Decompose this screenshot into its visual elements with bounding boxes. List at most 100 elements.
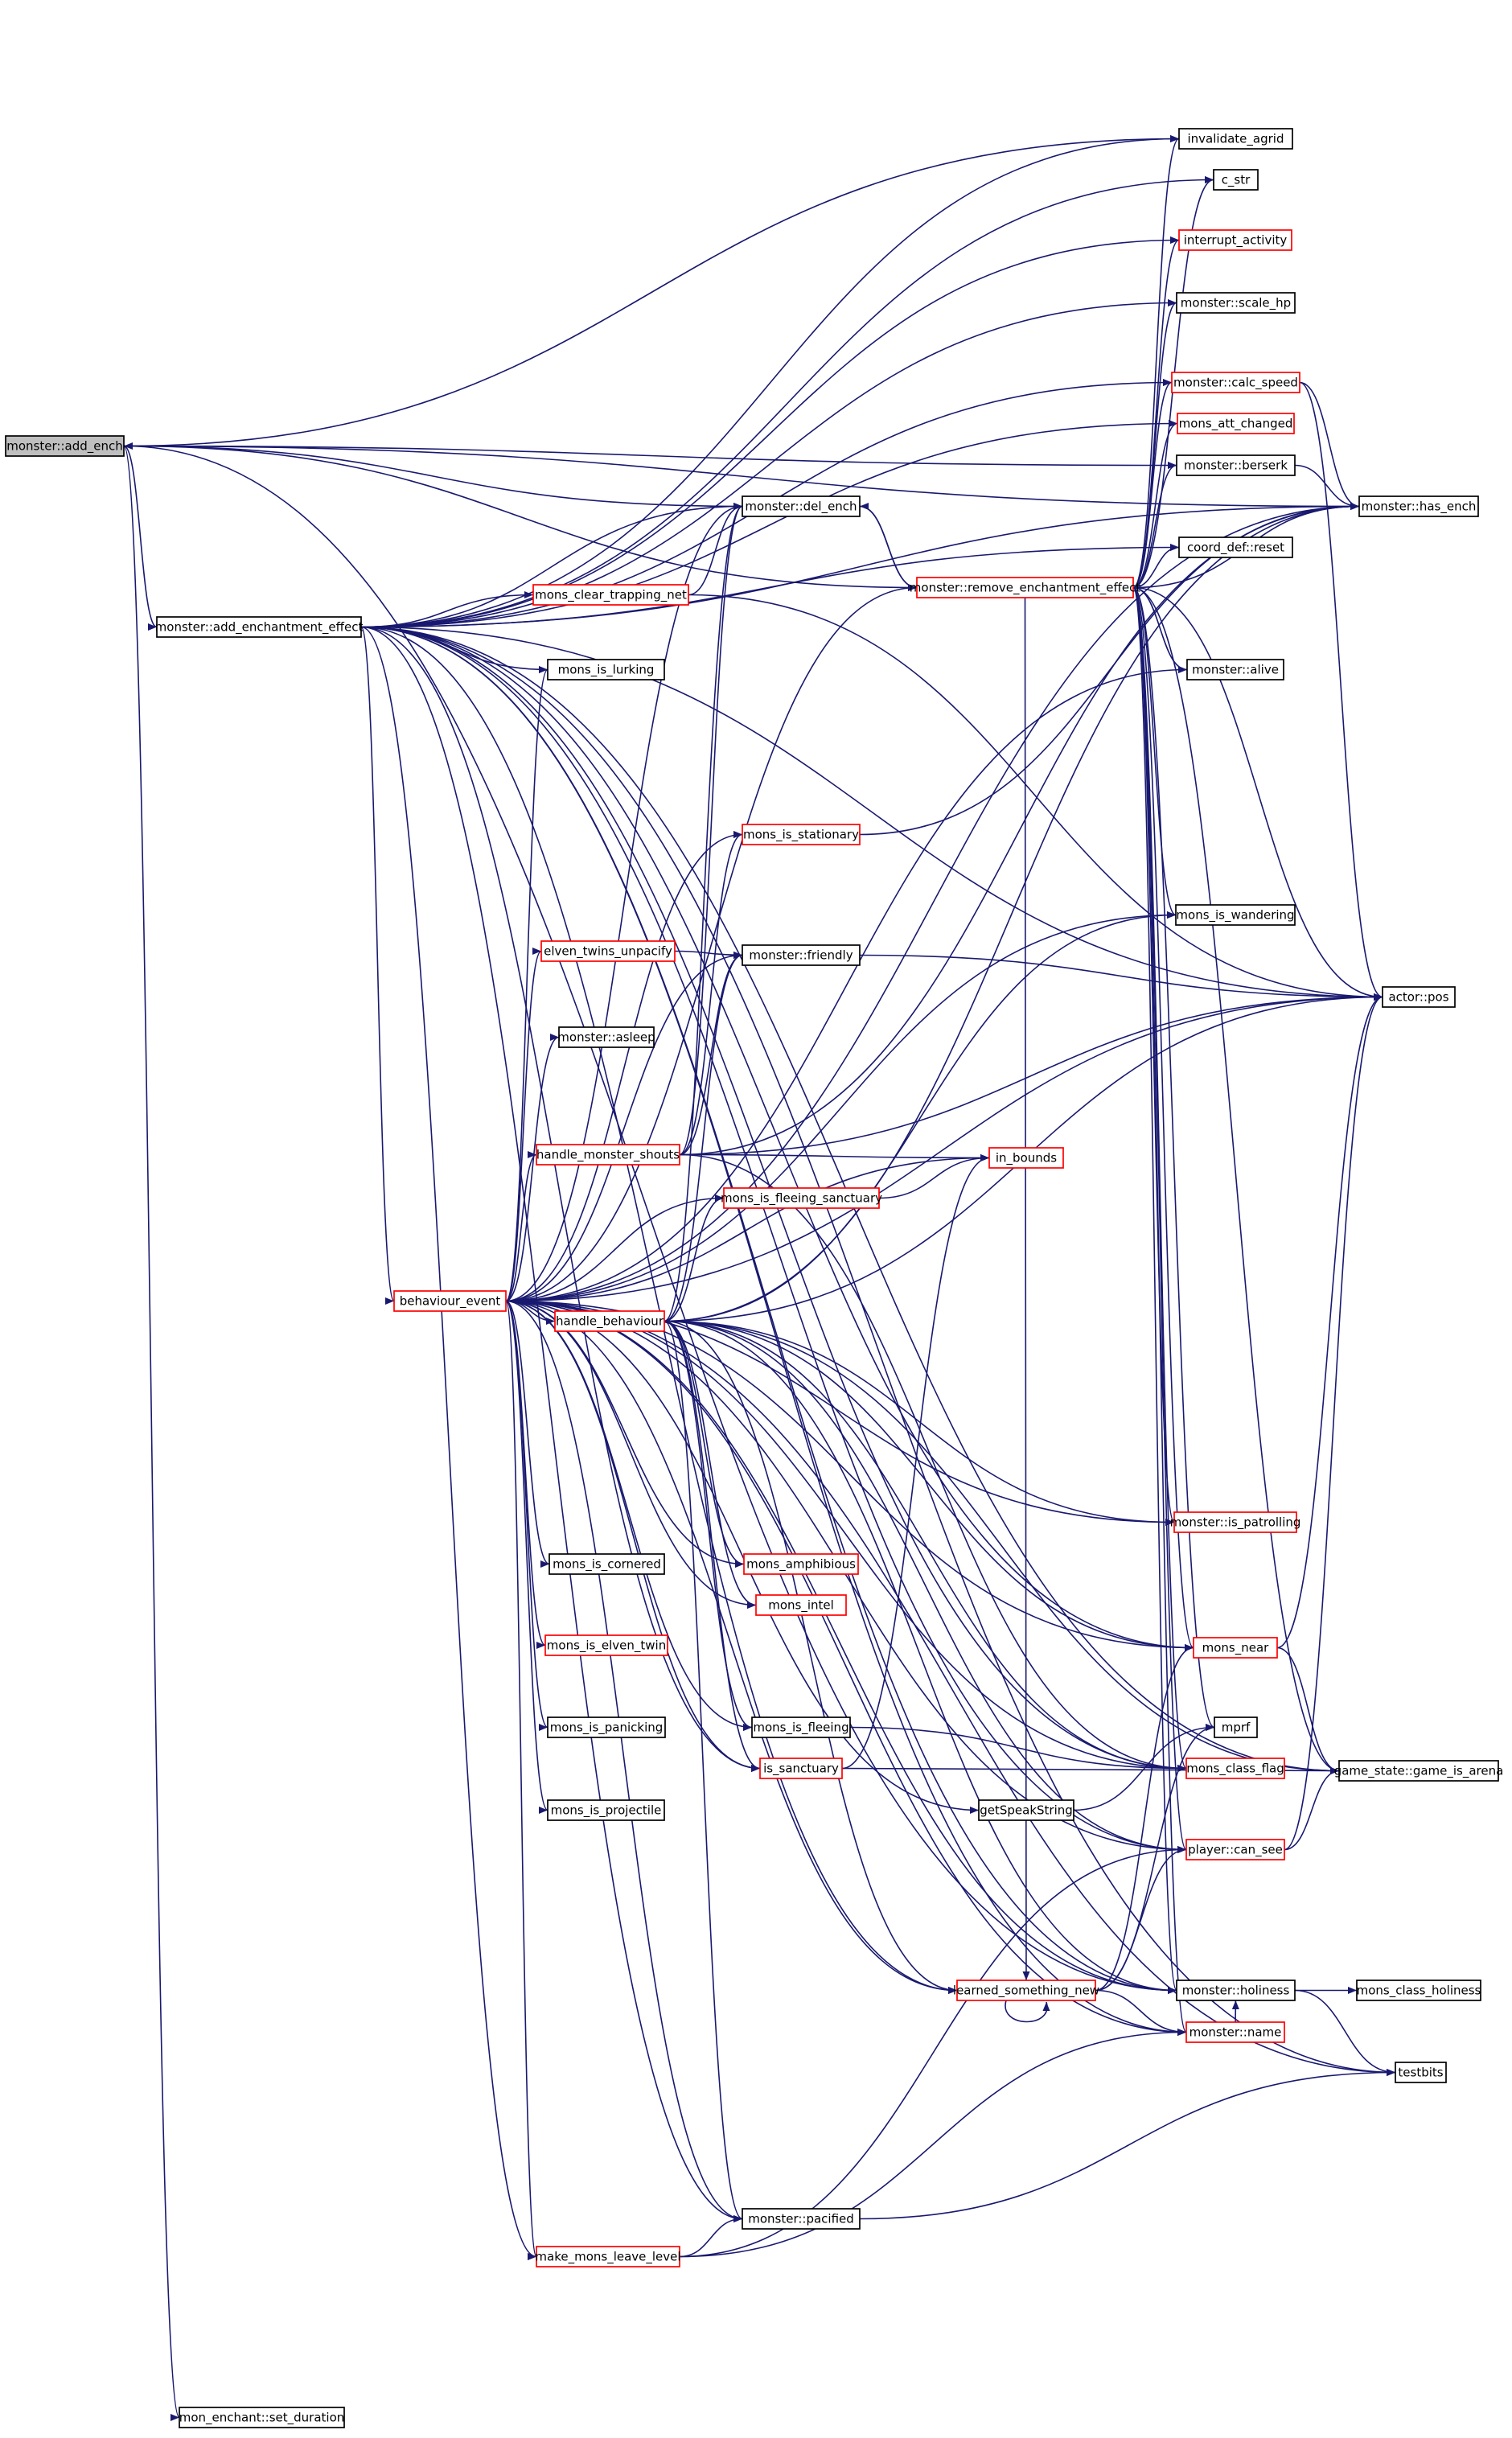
- node-set-duration[interactable]: mon_enchant::set_duration: [179, 2407, 345, 2428]
- node-box-mons-near[interactable]: [1193, 1637, 1278, 1659]
- node-box-make-mons-leave-level[interactable]: [536, 2246, 680, 2267]
- node-berserk[interactable]: monster::berserk: [1176, 454, 1296, 476]
- node-box-remove-enchantment-effect[interactable]: [916, 577, 1134, 598]
- node-getspeakstring[interactable]: getSpeakString: [978, 1799, 1074, 1821]
- node-in-bounds[interactable]: in_bounds: [988, 1147, 1064, 1169]
- node-box-interrupt-activity[interactable]: [1178, 229, 1292, 251]
- node-mons-class-holiness[interactable]: mons_class_holiness: [1356, 1980, 1481, 2001]
- node-mons-clear-trapping-net[interactable]: mons_clear_trapping_net: [532, 584, 689, 606]
- node-mons-near[interactable]: mons_near: [1193, 1637, 1278, 1659]
- node-box-mons-class-flag[interactable]: [1185, 1758, 1285, 1779]
- node-mons-is-stationary[interactable]: mons_is_stationary: [742, 824, 861, 845]
- node-mons-is-fleeing[interactable]: mons_is_fleeing: [751, 1716, 851, 1738]
- node-box-is-sanctuary[interactable]: [759, 1758, 843, 1779]
- node-box-c-str[interactable]: [1213, 169, 1259, 191]
- node-interrupt-activity[interactable]: interrupt_activity: [1178, 229, 1292, 251]
- node-box-elven-twins-unpacify[interactable]: [540, 940, 676, 962]
- node-box-mons-is-fleeing-sanctuary[interactable]: [723, 1187, 880, 1209]
- node-box-coord-reset[interactable]: [1178, 537, 1293, 558]
- node-behaviour-event[interactable]: behaviour_event: [393, 1290, 507, 1312]
- node-box-add-enchantment-effect[interactable]: [156, 616, 362, 638]
- node-box-handle-monster-shouts[interactable]: [536, 1144, 680, 1166]
- node-box-mons-is-panicking[interactable]: [547, 1716, 666, 1738]
- node-elven-twins-unpacify[interactable]: elven_twins_unpacify: [540, 940, 676, 962]
- node-mons-is-cornered[interactable]: mons_is_cornered: [549, 1553, 665, 1575]
- node-box-actor-pos[interactable]: [1382, 986, 1456, 1008]
- node-box-mon-name[interactable]: [1185, 2021, 1285, 2043]
- node-box-alive[interactable]: [1186, 659, 1284, 680]
- node-asleep[interactable]: monster::asleep: [557, 1026, 655, 1048]
- node-mons-att-changed[interactable]: mons_att_changed: [1177, 413, 1295, 434]
- node-mons-is-lurking[interactable]: mons_is_lurking: [547, 659, 665, 680]
- node-scale-hp[interactable]: monster::scale_hp: [1176, 292, 1296, 314]
- node-box-is-patrolling[interactable]: [1173, 1511, 1297, 1533]
- node-box-mons-is-elven-twin[interactable]: [544, 1634, 668, 1656]
- node-box-asleep[interactable]: [558, 1026, 655, 1048]
- node-mons-is-elven-twin[interactable]: mons_is_elven_twin: [544, 1634, 668, 1656]
- node-box-calc-speed[interactable]: [1171, 372, 1300, 393]
- node-box-in-bounds[interactable]: [988, 1147, 1064, 1169]
- node-box-game-is-arena[interactable]: [1338, 1760, 1499, 1782]
- node-add-enchantment-effect[interactable]: monster::add_enchantment_effect: [155, 616, 364, 638]
- node-box-has-ench[interactable]: [1358, 495, 1479, 517]
- node-mons-amphibious[interactable]: mons_amphibious: [743, 1553, 859, 1575]
- node-box-learned-something-new[interactable]: [956, 1980, 1096, 2001]
- node-box-mons-is-cornered[interactable]: [549, 1553, 665, 1575]
- node-actor-pos[interactable]: actor::pos: [1382, 986, 1456, 1008]
- node-box-mons-is-wandering[interactable]: [1175, 904, 1296, 926]
- node-box-mons-intel[interactable]: [755, 1594, 847, 1616]
- node-testbits[interactable]: testbits: [1395, 2062, 1447, 2083]
- node-coord-reset[interactable]: coord_def::reset: [1178, 537, 1293, 558]
- node-alive[interactable]: monster::alive: [1186, 659, 1284, 680]
- node-holiness[interactable]: monster::holiness: [1176, 1980, 1296, 2001]
- node-learned-something-new[interactable]: learned_something_new: [953, 1980, 1099, 2001]
- node-box-invalidate-agrid[interactable]: [1178, 128, 1293, 150]
- node-mons-class-flag[interactable]: mons_class_flag: [1185, 1758, 1285, 1779]
- node-game-is-arena[interactable]: game_state::game_is_arena: [1334, 1760, 1504, 1782]
- node-mprf[interactable]: mprf: [1214, 1716, 1258, 1738]
- node-box-mons-clear-trapping-net[interactable]: [532, 584, 689, 606]
- node-mons-is-projectile[interactable]: mons_is_projectile: [547, 1799, 665, 1821]
- node-handle-behaviour[interactable]: handle_behaviour: [554, 1310, 665, 1332]
- node-box-mons-class-holiness[interactable]: [1356, 1980, 1481, 2001]
- node-box-mons-is-fleeing[interactable]: [751, 1716, 851, 1738]
- node-box-scale-hp[interactable]: [1176, 292, 1296, 314]
- node-is-sanctuary[interactable]: is_sanctuary: [759, 1758, 843, 1779]
- node-box-berserk[interactable]: [1176, 454, 1296, 476]
- node-player-can-see[interactable]: player::can_see: [1185, 1839, 1285, 1860]
- node-box-del-ench[interactable]: [742, 495, 861, 517]
- node-box-mons-att-changed[interactable]: [1177, 413, 1295, 434]
- node-mons-is-wandering[interactable]: mons_is_wandering: [1175, 904, 1296, 926]
- node-mons-is-panicking[interactable]: mons_is_panicking: [547, 1716, 666, 1738]
- node-is-patrolling[interactable]: monster::is_patrolling: [1170, 1511, 1301, 1533]
- node-box-mons-is-projectile[interactable]: [547, 1799, 665, 1821]
- node-has-ench[interactable]: monster::has_ench: [1358, 495, 1479, 517]
- node-box-friendly[interactable]: [742, 944, 861, 966]
- node-invalidate-agrid[interactable]: invalidate_agrid: [1178, 128, 1293, 150]
- node-remove-enchantment-effect[interactable]: monster::remove_enchantment_effect: [910, 577, 1141, 598]
- node-make-mons-leave-level[interactable]: make_mons_leave_level: [535, 2246, 681, 2267]
- node-box-handle-behaviour[interactable]: [554, 1310, 665, 1332]
- node-box-holiness[interactable]: [1176, 1980, 1296, 2001]
- node-mons-is-fleeing-sanctuary[interactable]: mons_is_fleeing_sanctuary: [721, 1187, 882, 1209]
- node-del-ench[interactable]: monster::del_ench: [742, 495, 861, 517]
- node-mons-intel[interactable]: mons_intel: [755, 1594, 847, 1616]
- node-box-pacified[interactable]: [742, 2208, 861, 2230]
- node-box-add-ench[interactable]: [5, 435, 125, 457]
- node-friendly[interactable]: monster::friendly: [742, 944, 861, 966]
- node-box-behaviour-event[interactable]: [393, 1290, 507, 1312]
- node-box-player-can-see[interactable]: [1185, 1839, 1285, 1860]
- node-box-mons-is-stationary[interactable]: [742, 824, 861, 845]
- node-box-testbits[interactable]: [1395, 2062, 1447, 2083]
- node-box-mons-is-lurking[interactable]: [547, 659, 665, 680]
- node-box-set-duration[interactable]: [179, 2407, 345, 2428]
- node-box-mprf[interactable]: [1214, 1716, 1258, 1738]
- node-box-mons-amphibious[interactable]: [743, 1553, 859, 1575]
- node-c-str[interactable]: c_str: [1213, 169, 1259, 191]
- node-pacified[interactable]: monster::pacified: [742, 2208, 861, 2230]
- node-add-ench[interactable]: monster::add_ench: [5, 435, 125, 457]
- node-calc-speed[interactable]: monster::calc_speed: [1171, 372, 1300, 393]
- node-handle-monster-shouts[interactable]: handle_monster_shouts: [536, 1144, 680, 1166]
- node-mon-name[interactable]: monster::name: [1185, 2021, 1285, 2043]
- node-box-getspeakstring[interactable]: [978, 1799, 1074, 1821]
